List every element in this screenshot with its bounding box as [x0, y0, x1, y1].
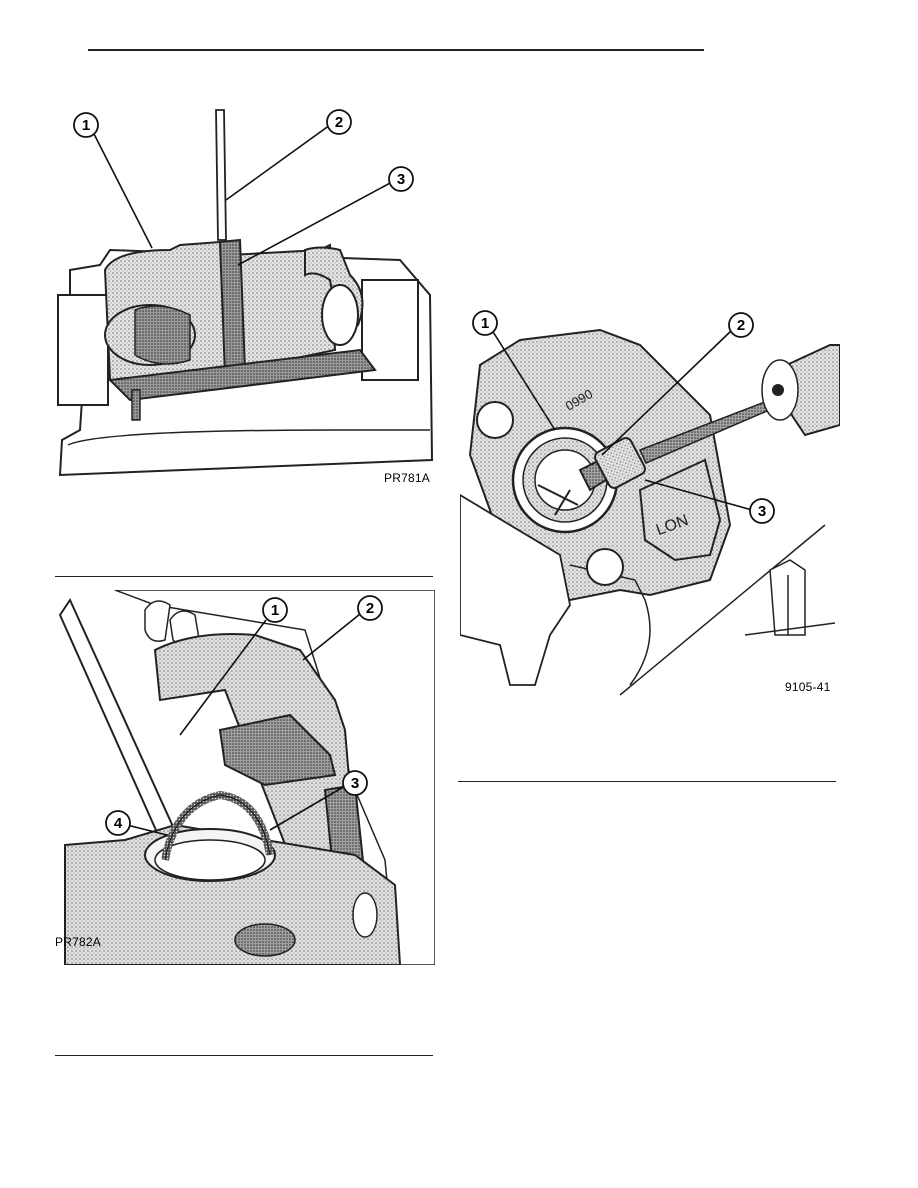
- callout-2: 2: [326, 109, 352, 135]
- header-rule: [88, 49, 704, 51]
- callout-3: 3: [388, 166, 414, 192]
- figure-code: PR781A: [384, 471, 430, 485]
- figure-divider: [55, 1055, 433, 1056]
- callout-1: 1: [472, 310, 498, 336]
- callout-2: 2: [728, 312, 754, 338]
- callout-3: 3: [749, 498, 775, 524]
- figure-9105-41-illustration: 0990 LON 1 2 3 9105-41: [460, 310, 840, 696]
- callout-3: 3: [342, 770, 368, 796]
- figure-divider: [55, 576, 433, 577]
- figure-code: PR782A: [55, 935, 101, 949]
- figure-divider: [458, 781, 836, 782]
- figure-9105-41: 0990 LON 1 2 3 9105-41: [460, 305, 840, 700]
- figure-pr782a: 1 2 3 4 PR782A: [55, 590, 435, 965]
- figure-code: 9105-41: [785, 680, 831, 694]
- callout-1: 1: [262, 597, 288, 623]
- svg-text:2: 2: [366, 600, 374, 617]
- svg-text:2: 2: [737, 317, 745, 334]
- svg-text:1: 1: [481, 315, 489, 332]
- svg-text:1: 1: [82, 117, 90, 134]
- svg-text:3: 3: [397, 171, 405, 188]
- svg-text:4: 4: [114, 815, 123, 832]
- svg-text:1: 1: [271, 602, 279, 619]
- figure-pr781a-illustration: 1 2 3 PR781A: [57, 109, 434, 485]
- figure-pr782a-illustration: 1 2 3 4 PR782A: [55, 590, 435, 965]
- figure-pr781a: 1 2 3 PR781A: [40, 100, 440, 500]
- callout-4: 4: [105, 810, 131, 836]
- svg-text:3: 3: [758, 503, 766, 520]
- svg-text:2: 2: [335, 114, 343, 131]
- svg-text:3: 3: [351, 775, 359, 792]
- callout-1: 1: [73, 112, 99, 138]
- callout-2: 2: [357, 595, 383, 621]
